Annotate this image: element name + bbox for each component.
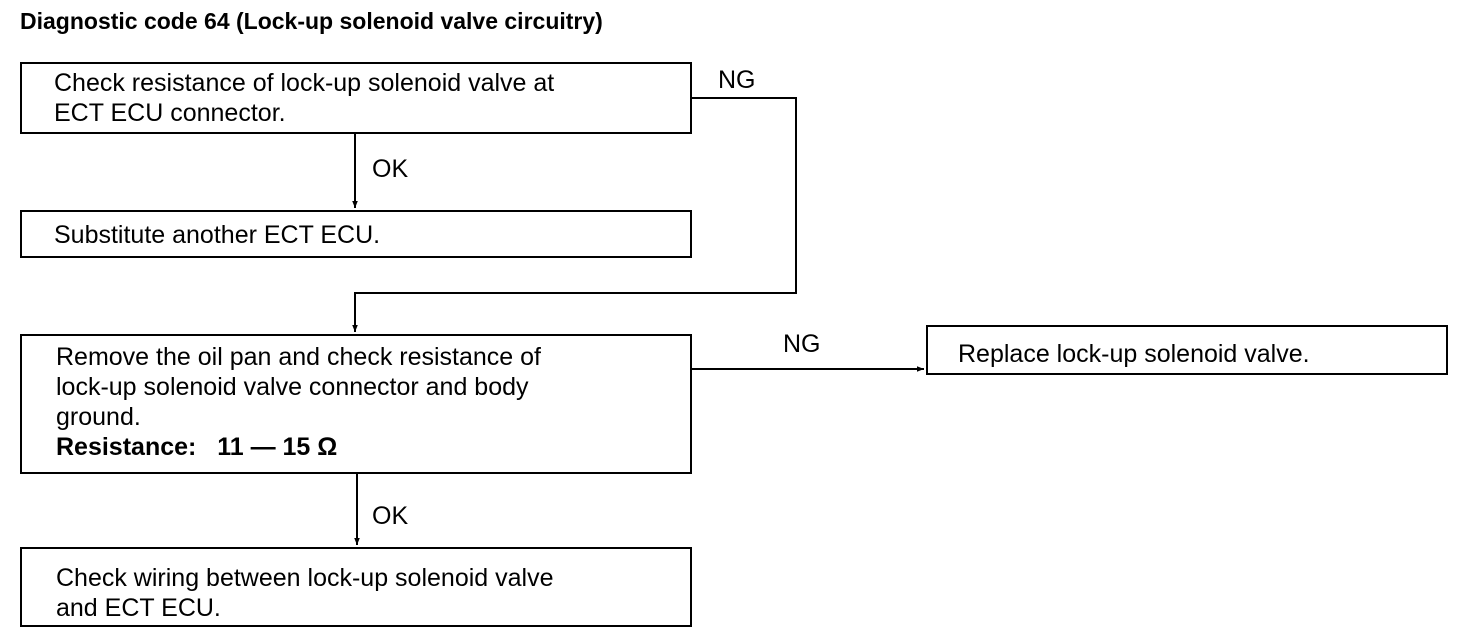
step-text-line: Check resistance of lock-up solenoid val…: [54, 69, 555, 97]
step-text-line: ECT ECU connector.: [54, 99, 286, 127]
branch-label-ng: NG: [783, 330, 821, 358]
resistance-label: Resistance:: [56, 433, 197, 461]
step-replace-valve: Replace lock-up solenoid valve.: [926, 325, 1448, 375]
step-text-line: ground.: [56, 403, 141, 431]
branch-label-ok: OK: [372, 155, 409, 183]
diagram-title: Diagnostic code 64 (Lock-up solenoid val…: [20, 8, 603, 34]
step-text-line: lock-up solenoid valve connector and bod…: [56, 373, 529, 401]
step-substitute-ecu: Substitute another ECT ECU.: [20, 210, 692, 258]
step-text-line: Remove the oil pan and check resistance …: [56, 343, 541, 371]
step-text-line: Check wiring between lock-up solenoid va…: [56, 564, 554, 592]
branch-label-ng: NG: [718, 66, 756, 94]
step-check-ecu-connector: Check resistance of lock-up solenoid val…: [20, 62, 692, 134]
connector-ng-1: [352, 97, 797, 332]
step-check-body-ground: Remove the oil pan and check resistance …: [20, 334, 692, 474]
branch-label-ok: OK: [372, 502, 409, 530]
step-text-line: Replace lock-up solenoid valve.: [958, 340, 1310, 368]
step-check-wiring: Check wiring between lock-up solenoid va…: [20, 547, 692, 627]
resistance-spec: Resistance: 11 — 15 Ω: [56, 432, 690, 462]
resistance-value: 11 — 15 Ω: [217, 433, 338, 461]
step-text-line: Substitute another ECT ECU.: [54, 221, 381, 249]
step-text-line: and ECT ECU.: [56, 594, 221, 622]
